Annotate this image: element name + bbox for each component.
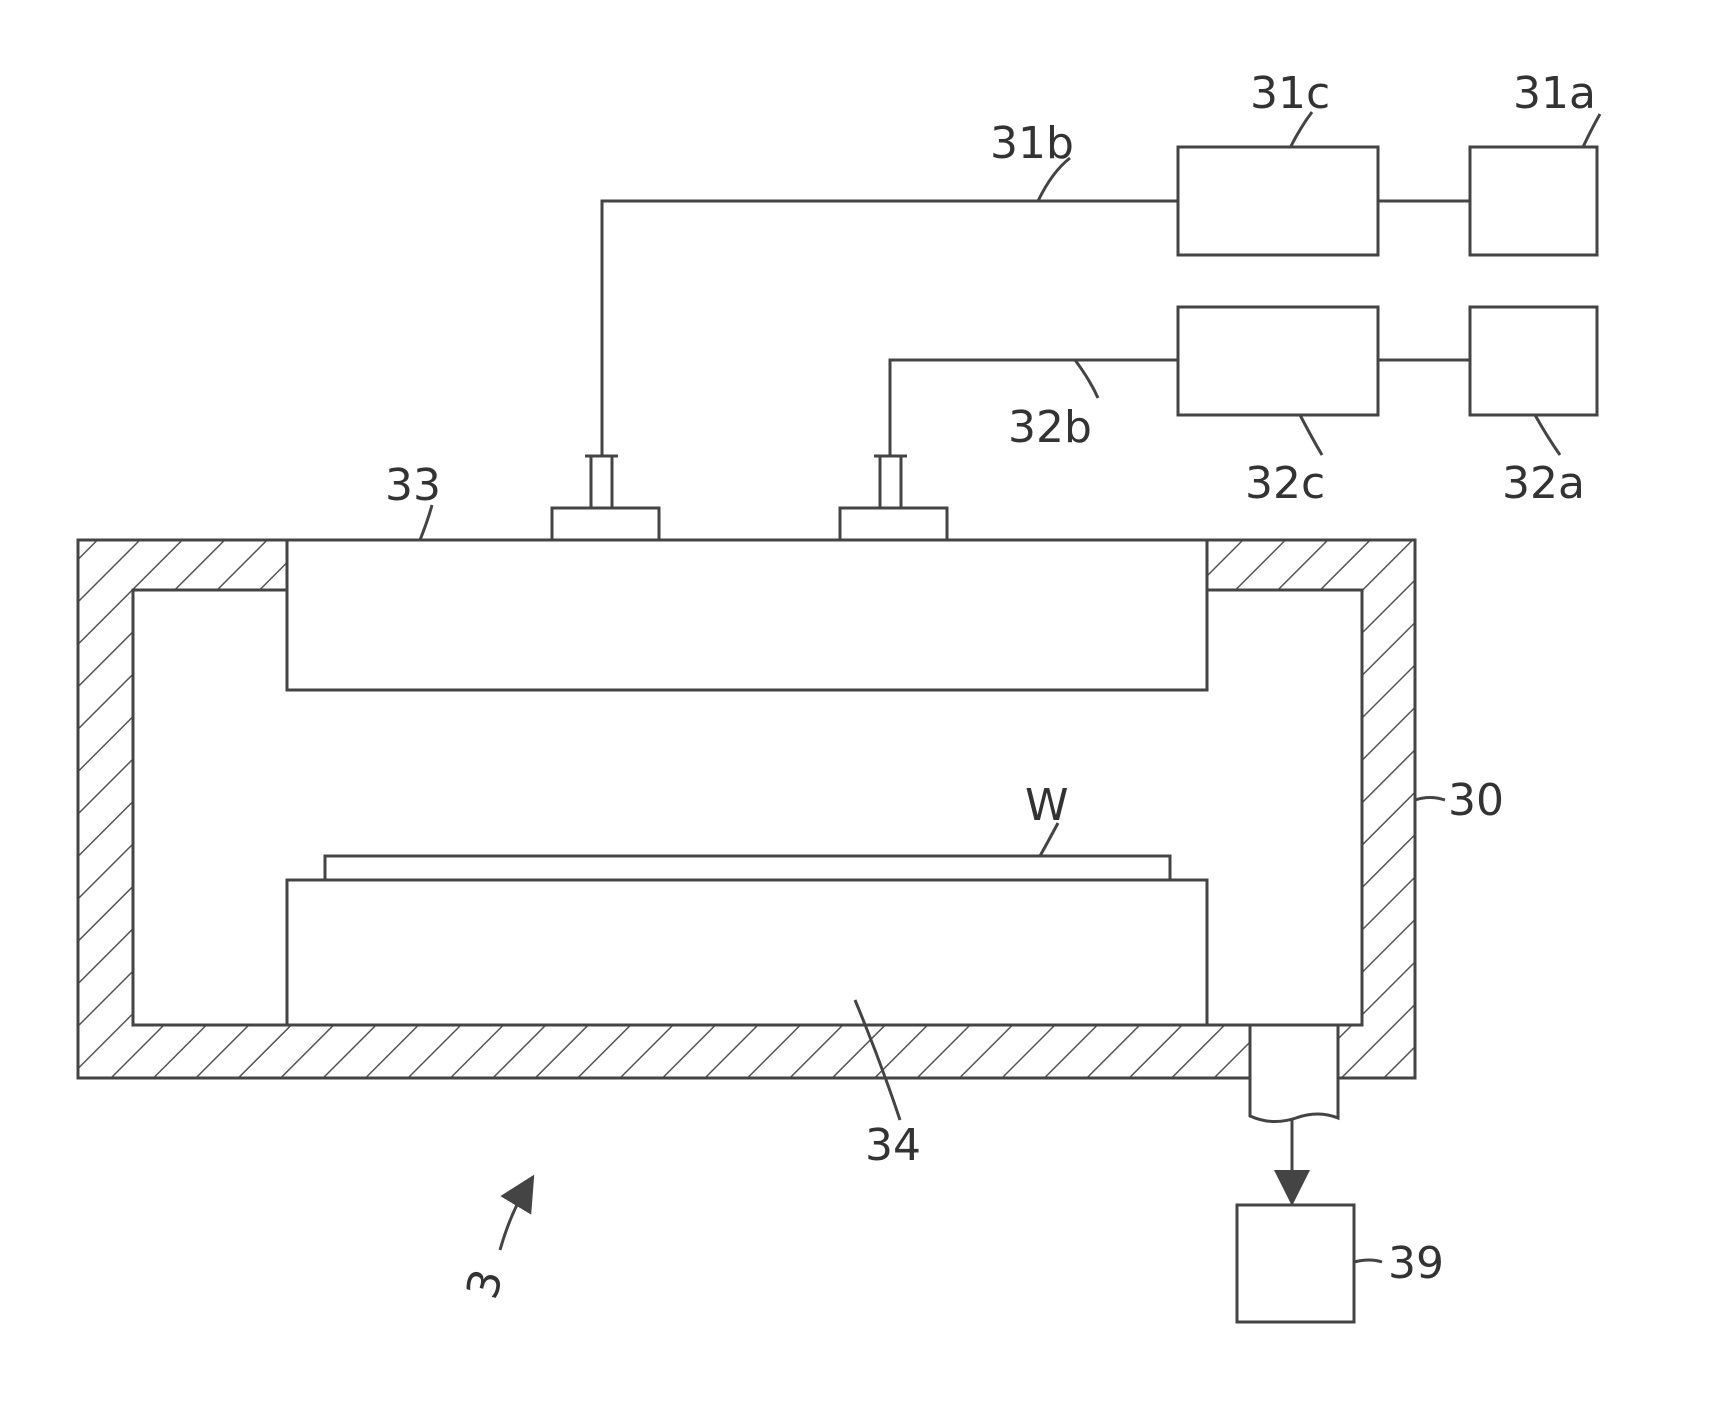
upper-electrode <box>287 540 1207 690</box>
valve-1 <box>585 456 618 508</box>
label-32c: 32c <box>1245 458 1325 509</box>
wafer <box>325 856 1170 880</box>
gas-supply-32a <box>1470 307 1597 415</box>
label-31c: 31c <box>1250 68 1330 119</box>
label-34: 34 <box>865 1120 921 1171</box>
label-31a: 31a <box>1513 68 1596 119</box>
stage <box>287 880 1207 1025</box>
label-30: 30 <box>1448 775 1504 826</box>
exhaust-port <box>1250 1025 1338 1122</box>
inlet-port-1 <box>552 508 659 540</box>
label-w: W <box>1025 780 1069 831</box>
label-39: 39 <box>1388 1238 1444 1289</box>
label-33: 33 <box>385 460 441 511</box>
label-3: 3 <box>457 1264 514 1304</box>
inlet-port-2 <box>840 508 947 540</box>
flow-controller-31c <box>1178 147 1378 255</box>
gas-supply-31a <box>1470 147 1597 255</box>
label-32a: 32a <box>1502 458 1585 509</box>
label-31b: 31b <box>990 118 1074 169</box>
exhaust-device-39 <box>1237 1205 1354 1322</box>
valve-2 <box>874 456 907 508</box>
flow-controller-32c <box>1178 307 1378 415</box>
label-32b: 32b <box>1008 402 1092 453</box>
